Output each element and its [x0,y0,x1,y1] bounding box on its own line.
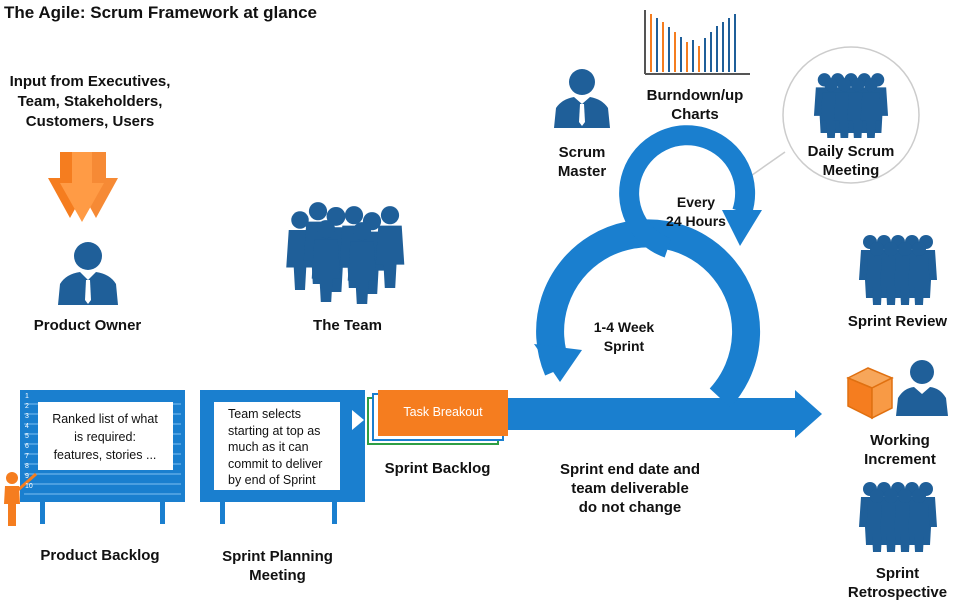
input-line-2: Team, Stakeholders, [17,93,163,110]
every-24-line-2: 24 Hours [666,213,726,229]
planning-to-backlog-arrow-icon [352,410,364,430]
working-increment-line-1: Working [870,432,930,449]
scrum-master-line-2: Master [557,163,607,180]
input-arrows-icon [48,152,118,222]
scrum-master-line-1: Scrum [558,144,606,161]
sprint-length-label: 1-4 Week Sprint [578,318,670,356]
daily-scrum-line-1: Daily Scrum [807,143,895,160]
pb-note-line-2: is required: [74,430,136,444]
team-crowd-icon [286,202,405,304]
input-line-1: Input from Executives, [9,73,171,90]
pb-note-line-3: features, stories ... [53,448,157,462]
sprint-planning-note: Team selects starting at top as much as … [216,406,338,489]
presenter-icon [4,472,37,526]
every-24-label: Every 24 Hours [650,193,742,231]
row-num: 3 [25,413,29,420]
backlog-row-numbers: 1 2 3 4 5 6 7 8 9 10 [25,392,37,492]
sprint-planning-line-1: Sprint Planning [222,548,333,565]
row-num: 9 [25,473,29,480]
sp-note-line-5: by end of Sprint [228,473,316,487]
sp-note-line-4: commit to deliver [228,456,323,471]
sp-note-line-3: much as it can [228,440,309,454]
working-increment-icon [846,360,948,420]
burndown-line-2: Charts [671,106,719,123]
input-line-3: Customers, Users [25,113,155,130]
working-increment-line-2: Increment [864,451,936,468]
daily-loop-icon [619,125,762,258]
input-label: Input from Executives, Team, Stakeholder… [0,72,180,132]
sprint-end-line-3: do not change [578,499,682,516]
daily-scrum-line-2: Meeting [822,162,880,179]
task-breakout-label: Task Breakout [403,405,483,419]
row-num: 2 [25,403,29,410]
product-backlog-note: Ranked list of what is required: feature… [40,410,170,464]
scrum-master-label: Scrum Master [540,143,624,181]
row-num: 5 [25,433,29,440]
row-num: 8 [25,463,29,470]
the-team-label: The Team [313,317,382,334]
row-num: 10 [25,483,33,490]
scrum-master-icon [554,69,610,128]
sprint-retro-icon [859,482,937,552]
pb-note-line-1: Ranked list of what [52,412,158,426]
sp-note-line-1: Team selects [228,407,301,421]
burndown-line-1: Burndown/up [646,87,744,104]
burndown-chart-icon [644,10,750,75]
sprint-retro-line-1: Sprint [875,565,920,582]
sprint-backlog-label: Sprint Backlog [384,460,491,477]
product-backlog-board [20,390,185,524]
product-backlog-label: Product Backlog [40,547,160,564]
sprint-planning-board [200,390,365,524]
daily-scrum-label: Daily Scrum Meeting [791,142,911,180]
working-increment-label: Working Increment [845,431,955,469]
row-num: 1 [25,393,29,400]
sprint-loop-icon [534,219,761,408]
sprint-length-line-1: 1-4 Week [593,319,655,335]
product-owner-label: Product Owner [33,317,142,334]
row-num: 4 [25,423,29,430]
every-24-line-1: Every [676,194,716,210]
sprint-length-line-2: Sprint [603,338,645,354]
sprint-planning-line-2: Meeting [249,567,306,584]
sprint-review-icon [859,235,937,305]
product-owner-icon [58,242,118,305]
page-title: The Agile: Scrum Framework at glance [4,3,318,22]
sprint-planning-label: Sprint Planning Meeting [205,547,350,585]
burndown-label: Burndown/up Charts [630,86,760,124]
row-num: 7 [25,453,29,460]
sprint-end-line-1: Sprint end date and [559,461,700,478]
sprint-review-label: Sprint Review [847,313,948,330]
sprint-backlog-stack [367,390,508,445]
row-num: 6 [25,443,29,450]
sprint-end-label: Sprint end date and team deliverable do … [540,460,720,517]
sprint-end-line-2: team deliverable [571,480,689,497]
sp-note-line-2: starting at top as [228,423,321,438]
sprint-arrow-icon [505,390,822,438]
sprint-retro-label: Sprint Retrospective [840,564,955,602]
sprint-retro-line-2: Retrospective [847,584,948,601]
daily-scrum-icon [782,46,920,184]
